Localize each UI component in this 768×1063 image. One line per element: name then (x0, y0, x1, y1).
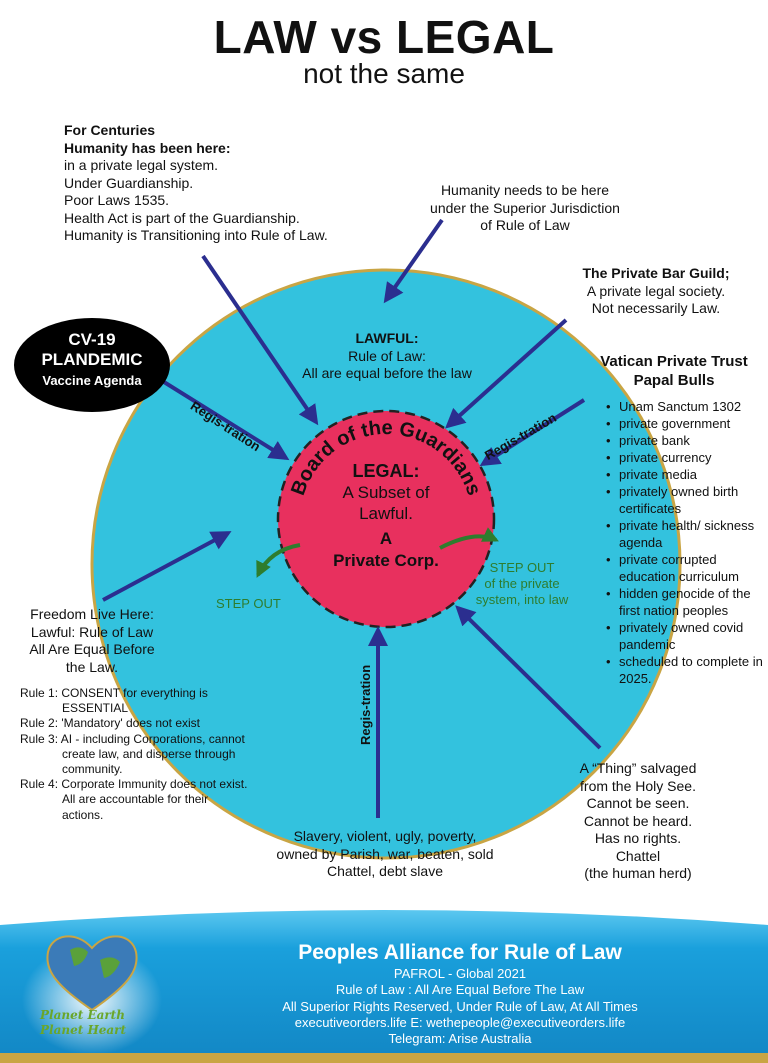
centuries-line: Health Act is part of the Guardianship. (64, 209, 300, 226)
freedom-line: the Law. (65, 658, 119, 675)
legal-title: LEGAL: (352, 461, 420, 481)
centuries-title: For Centuries (64, 122, 156, 138)
vatican-item: Unam Sanctum 1302 (604, 398, 764, 415)
humanity-needs-line: under the Superior Jurisdiction (430, 199, 620, 216)
vatican-item: private bank (604, 432, 764, 449)
cv19-arrow (162, 380, 290, 461)
cv19-line3: Vaccine Agenda (42, 373, 142, 388)
thing-arrow (455, 605, 602, 750)
vatican-item: private media (604, 466, 764, 483)
freedom-line: Freedom Live Here: (30, 606, 154, 622)
bar-guild-line: A private legal society. (586, 282, 726, 299)
cv19-line2: PLANDEMIC (41, 350, 143, 369)
thing-line: A “Thing” salvaged (579, 760, 697, 776)
footer-line: All Superior Rights Reserved, Under Rule… (282, 998, 638, 1014)
rule-item: Rule 2: 'Mandatory' does not exist (20, 716, 201, 731)
vatican-item: private government (604, 415, 764, 432)
vatican-title-line1: Vatican Private Trust (600, 353, 748, 370)
step-out-right-line1: STEP OUT (489, 560, 555, 575)
vatican-arrow (479, 398, 586, 467)
vatican-item: hidden genocide of the first nation peop… (604, 585, 764, 619)
freedom-line: Lawful: Rule of Law (30, 623, 154, 640)
logo-text: Planet Earth Planet Heart (40, 1008, 150, 1038)
legal-line3: A (379, 529, 393, 548)
step-out-right-line3: system, into law (475, 592, 569, 607)
thing-line: (the human herd) (584, 865, 692, 881)
footer-text: Peoples Alliance for Rule of Law PAFROL … (180, 940, 740, 1047)
legal-line4: Private Corp. (333, 551, 439, 570)
planet-heart-icon (46, 935, 138, 1012)
centuries-line: Humanity is Transitioning into Rule of L… (64, 227, 328, 243)
footer-line: PAFROL - Global 2021 (393, 966, 527, 981)
step-out-left-arrow (256, 543, 301, 578)
step-out-right-block: STEP OUT of the private system, into law (464, 560, 580, 608)
bar-guild-arrow (445, 318, 568, 429)
registration-label-bottom: Regis-tration (358, 664, 373, 745)
bar-guild-title: The Private Bar Guild; (582, 265, 730, 281)
cv19-badge: CV-19 PLANDEMIC Vaccine Agenda (14, 318, 170, 412)
vatican-item: private corrupted education curriculum (604, 551, 764, 585)
centuries-line: in a private legal system. (64, 157, 219, 173)
vatican-item: private currency (604, 449, 764, 466)
legal-line1: A Subset of (342, 483, 430, 502)
rule-item: Rule 4: Corporate Immunity does not exis… (20, 777, 248, 822)
logo-line1: Planet Earth (40, 1008, 125, 1022)
vatican-item: privately owned covid pandemic (604, 619, 764, 653)
footer-line: executiveorders.life E: wethepeople@exec… (294, 1014, 626, 1030)
vatican-title: Vatican Private Trust Papal Bulls (580, 352, 768, 390)
thing-line: Chattel (615, 847, 661, 864)
bar-guild-line: Not necessarily Law. (591, 300, 721, 316)
step-out-right-arrow (439, 527, 499, 550)
footer-band (0, 910, 768, 1063)
thing-block: A “Thing” salvaged from the Holy See. Ca… (548, 760, 728, 883)
humanity-needs-line: of Rule of Law (480, 217, 570, 233)
bar-guild-block: The Private Bar Guild; A private legal s… (556, 265, 756, 318)
legal-line2: Lawful. (359, 504, 413, 523)
footer-line: Rule of Law : All Are Equal Before The L… (335, 982, 585, 998)
footer-line: Telegram: Arise Australia (388, 1031, 532, 1047)
footer-title: Peoples Alliance for Rule of Law (298, 941, 622, 964)
rules-block: Rule 1: CONSENT for everything is ESSENT… (20, 686, 250, 823)
slavery-block: Slavery, violent, ugly, poverty, owned b… (240, 828, 530, 881)
lawful-block: LAWFUL: Rule of Law: All are equal befor… (276, 330, 498, 383)
slavery-line: owned by Parish, war, beaten, sold (276, 845, 494, 862)
slavery-line: Chattel, debt slave (327, 863, 443, 879)
freedom-block: Freedom Live Here: Lawful: Rule of Law A… (12, 606, 172, 676)
lawful-line2: All are equal before the law (302, 365, 472, 381)
vatican-list: Unam Sanctum 1302 private government pri… (604, 398, 764, 687)
page-title: LAW vs LEGAL (213, 11, 555, 63)
vatican-item: scheduled to complete in 2025. (604, 653, 764, 687)
humanity-arrow (383, 218, 444, 304)
cv19-line1: CV-19 (68, 330, 116, 349)
logo-line2: Planet Heart (40, 1023, 127, 1037)
thing-line: Cannot be seen. (586, 795, 690, 811)
lawful-line1: Rule of Law: (348, 347, 426, 364)
centuries-line: Under Guardianship. (64, 174, 194, 191)
rule-item: Rule 1: CONSENT for everything is ESSENT… (20, 686, 208, 716)
thing-line: Cannot be heard. (583, 812, 693, 829)
rule-item: Rule 3: AI - including Corporations, can… (20, 731, 245, 777)
page-subtitle: not the same (303, 58, 465, 89)
thing-line: Has no rights. (594, 830, 682, 846)
thing-line: from the Holy See. (580, 777, 696, 794)
centuries-subtitle: Humanity has been here: (64, 139, 231, 156)
step-out-right-line2: of the private (484, 576, 560, 591)
centuries-block: For Centuries Humanity has been here: in… (64, 122, 374, 245)
centuries-line: Poor Laws 1535. (64, 192, 170, 208)
slavery-line: Slavery, violent, ugly, poverty, (293, 828, 477, 844)
freedom-line: All Are Equal Before (29, 641, 155, 657)
lawful-title: LAWFUL: (355, 330, 419, 346)
vatican-item: private health/ sickness agenda (604, 517, 764, 551)
legal-block: LEGAL: A Subset of Lawful. A Private Cor… (296, 460, 476, 572)
vatican-item: privately owned birth certificates (604, 483, 764, 517)
humanity-needs-line: Humanity needs to be here (440, 182, 610, 198)
freedom-arrow (102, 531, 232, 602)
centuries-arrow (201, 254, 319, 426)
humanity-needs-block: Humanity needs to be here under the Supe… (400, 182, 650, 235)
vatican-title-line2: Papal Bulls (633, 372, 715, 389)
step-out-left-label: STEP OUT (216, 596, 281, 611)
